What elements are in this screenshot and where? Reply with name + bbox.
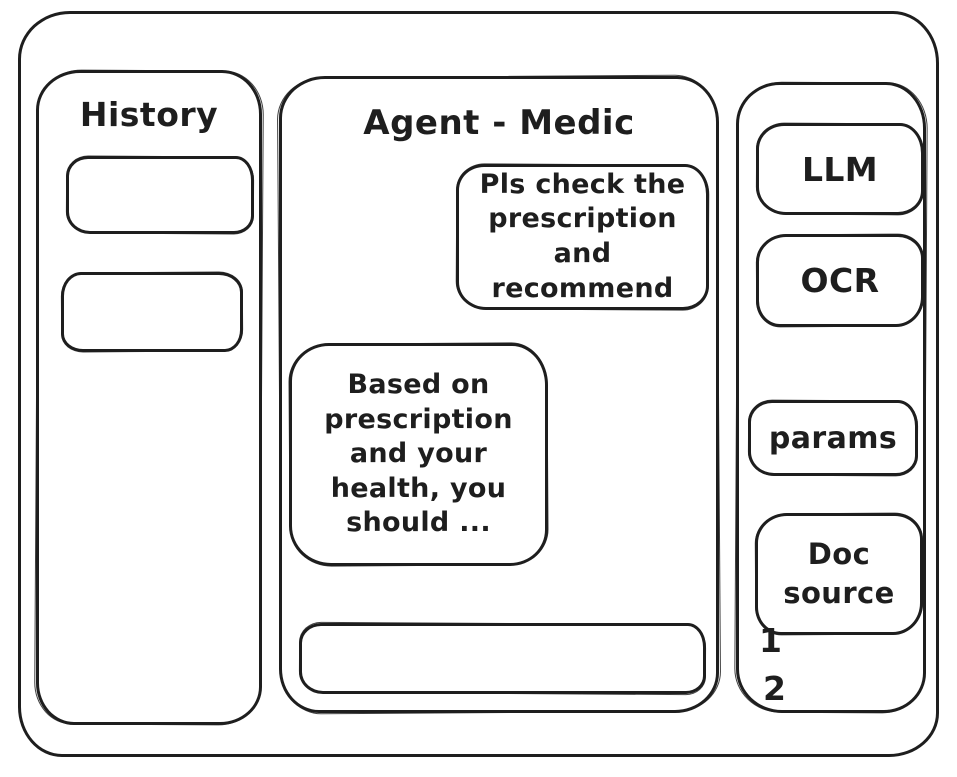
history-title: History	[79, 95, 219, 134]
user-message-bubble: Pls check the prescription and recommend	[456, 164, 709, 310]
params-button[interactable]: params	[748, 400, 918, 476]
message-input-bar[interactable]	[299, 623, 706, 694]
tools-panel: LLM OCR params Doc source 1 2	[736, 82, 926, 713]
message-input[interactable]	[314, 630, 695, 687]
llm-button[interactable]: LLM	[756, 123, 924, 215]
history-item[interactable]	[61, 272, 243, 352]
doc-source-item-2[interactable]: 2	[763, 669, 786, 708]
doc-source-button[interactable]: Doc source	[755, 513, 923, 635]
history-panel: History	[36, 70, 262, 725]
chat-panel: Agent - Medic Pls check the prescription…	[279, 76, 719, 713]
chat-title: Agent - Medic	[363, 103, 635, 143]
user-message-text: Pls check the prescription and recommend	[479, 168, 686, 304]
assistant-message-bubble: Based on prescription and your health, y…	[289, 343, 548, 566]
history-item[interactable]	[66, 156, 254, 234]
doc-source-item-1[interactable]: 1	[759, 621, 782, 660]
ocr-button[interactable]: OCR	[756, 234, 924, 327]
app-window: History Agent - Medic Pls check the pres…	[18, 11, 939, 757]
assistant-message-text: Based on prescription and your health, y…	[324, 369, 513, 539]
